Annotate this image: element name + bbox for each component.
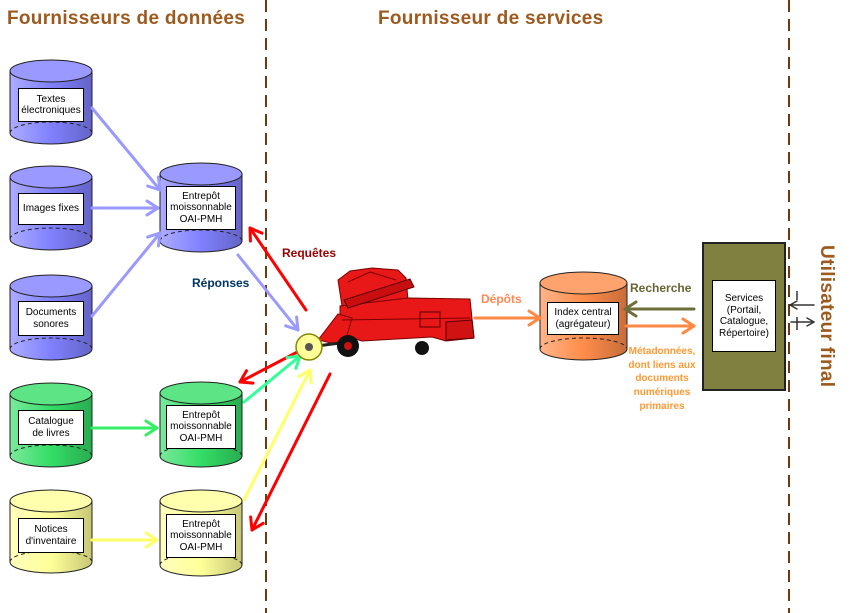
arrow-head [248, 226, 264, 243]
cylinder-top [159, 381, 243, 405]
source-label-textes-electroniques: Textes électroniques [18, 88, 84, 122]
arrow-head [249, 515, 265, 532]
arrow-head [806, 317, 815, 327]
cylinder-hidden-edge [159, 229, 243, 242]
arrow-shaft [90, 231, 162, 318]
arrow-head [789, 300, 798, 310]
arrow-search [623, 300, 696, 318]
harvester-tank-roof-line [347, 271, 397, 283]
zone-dividers [265, 0, 790, 613]
arrow-head [144, 419, 159, 437]
cylinder-top [9, 59, 93, 83]
end-user-heading: Utilisateur final [816, 245, 837, 388]
cylinder-hidden-edge [9, 121, 93, 134]
arrow-response-green [242, 354, 302, 404]
cylinder-top [159, 489, 243, 513]
combine-harvester-illustration [295, 267, 475, 361]
cylinder-hidden-edge [539, 337, 628, 350]
arrow-shaft [250, 372, 332, 532]
harvester-rear-wheel [415, 341, 429, 355]
arrow-shaft [248, 226, 308, 312]
services-label: Services (Portail, Catalogue, Répertoire… [712, 280, 776, 352]
cylinder-top [9, 274, 93, 298]
arrow-metadata [624, 317, 696, 335]
cylinder-hidden-edge [9, 227, 93, 240]
cylinder-hidden-edge [9, 337, 93, 350]
arrow-response-yellow [242, 368, 313, 502]
harvester-reel-hub [305, 343, 313, 351]
cylinder-top [159, 162, 243, 186]
arrow-request-green [238, 346, 307, 385]
source-label-catalogue-de-livres: Catalogue de livres [18, 410, 84, 445]
arrow-shaft [90, 106, 162, 192]
repository-label-blue: Entrepôt moissonnable OAI-PMH [166, 186, 236, 230]
arrow-shaft [242, 368, 312, 502]
source-label-images-fixes: Images fixes [18, 193, 84, 225]
arrow-deposits [473, 309, 542, 327]
arrow-request-yellow [249, 372, 332, 532]
arrow-head [144, 531, 159, 549]
harvester-rear-spreader [445, 319, 475, 341]
arrow-user-to-services [789, 300, 815, 310]
service-provider-heading: Fournisseur de services [378, 8, 604, 29]
responses-label: Réponses [192, 276, 250, 290]
arrow-images-to-repository [90, 199, 160, 217]
arrow-notices-to-repository [90, 531, 159, 549]
harvester-body-seam [341, 317, 471, 321]
arrow-head [297, 368, 313, 385]
arrow-head [527, 309, 542, 327]
arrow-shaft [236, 253, 300, 332]
arrow-head [146, 231, 162, 248]
cylinder-top [539, 271, 628, 295]
harvester-front-wheel-hub [344, 342, 352, 350]
cylinder-hidden-edge [9, 444, 93, 457]
search-label: Recherche [630, 281, 692, 295]
arrow-head [623, 300, 638, 318]
data-providers-heading: Fournisseurs de données [7, 8, 246, 29]
repository-label-yellow: Entrepôt moissonnable OAI-PMH [166, 514, 236, 558]
aggregator-label: Index central (agrégateur) [547, 302, 619, 335]
arrow-head [284, 315, 300, 332]
arrow-textes-to-repository [90, 106, 162, 192]
arrow-shaft [238, 346, 307, 384]
harvester-cab-window [419, 311, 441, 328]
cylinder-top [9, 489, 93, 513]
harvester-unloading-auger [343, 278, 415, 309]
arrow-head [145, 199, 160, 217]
arrow-head [238, 369, 255, 385]
cylinder-top [9, 382, 93, 406]
arrow-request-blue [248, 226, 308, 312]
source-label-documents-sonores: Documents sonores [18, 301, 84, 336]
services-box: Services (Portail, Catalogue, Répertoire… [702, 242, 786, 391]
arrow-services-to-user [790, 317, 815, 327]
arrow-sonores-to-repository [90, 231, 162, 318]
arrow-catalogue-to-repository [90, 419, 159, 437]
cylinder-top [9, 165, 93, 189]
requests-label: Requêtes [282, 246, 337, 260]
arrow-shaft [242, 354, 302, 404]
arrow-head [146, 175, 162, 192]
arrow-responses-blue [236, 253, 300, 332]
repository-label-green: Entrepôt moissonnable OAI-PMH [166, 405, 236, 449]
arrows-layer [90, 106, 815, 549]
deposits-label: Dépôts [481, 292, 522, 306]
source-label-notices-inventaire: Notices d'inventaire [18, 518, 84, 553]
metadata-label: Métadonnées, dont liens aux documents nu… [628, 346, 696, 412]
arrow-head [681, 317, 696, 335]
